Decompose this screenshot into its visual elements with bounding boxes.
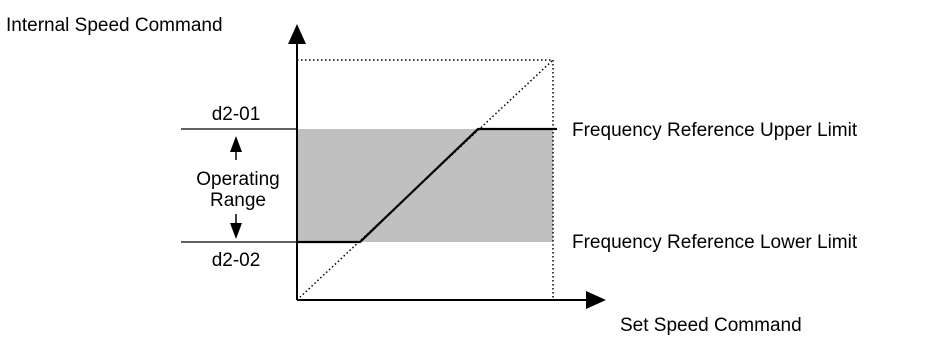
y-axis-label: Internal Speed Command [6,15,223,36]
dotted-diagonal-line [296,59,554,301]
range-arrow-down-head [230,223,242,239]
limited-output-line [297,127,553,244]
upper-param-label: d2-01 [212,104,261,125]
range-arrow-up-head [230,136,242,152]
operating-range-band [297,129,553,242]
lower-param-label: d2-02 [212,250,261,271]
x-axis-arrow [586,291,606,309]
upper-limit-label: Frequency Reference Upper Limit [572,120,858,141]
y-axis-arrow [288,24,306,44]
lower-limit-label: Frequency Reference Lower Limit [572,232,858,253]
operating-range-label-line2: Range [210,190,266,211]
operating-range-label-line1: Operating [196,169,279,190]
x-axis-label: Set Speed Command [620,315,802,336]
